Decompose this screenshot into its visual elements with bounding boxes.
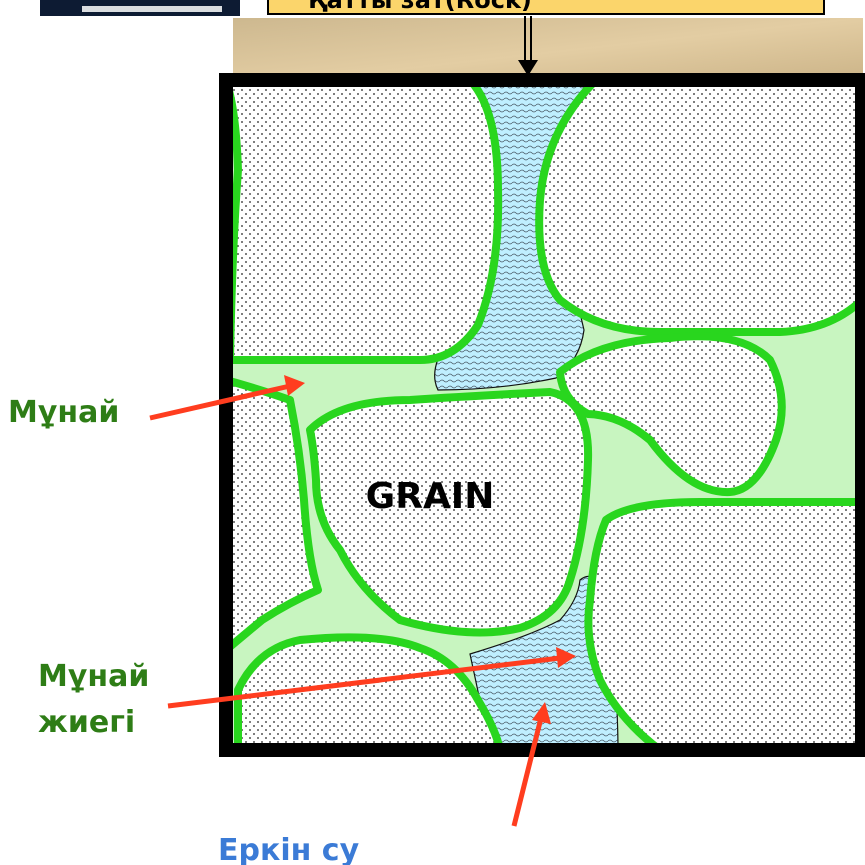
rock-banner-label: Қатты зат(Rock)	[308, 0, 532, 14]
top-left-header-bar	[40, 0, 240, 16]
oil-rim-label-line1: Мұнай	[38, 659, 149, 694]
oil-label: Мұнай	[8, 395, 119, 430]
grain-bottom-right	[588, 502, 862, 750]
grain-top-left	[226, 80, 498, 360]
oil-rim-label-line2: жиегі	[38, 705, 135, 740]
pore-frame	[226, 80, 862, 750]
free-water-label: Еркін су	[218, 833, 360, 865]
grain-label: GRAIN	[366, 476, 495, 517]
grain-top-right	[539, 80, 862, 332]
